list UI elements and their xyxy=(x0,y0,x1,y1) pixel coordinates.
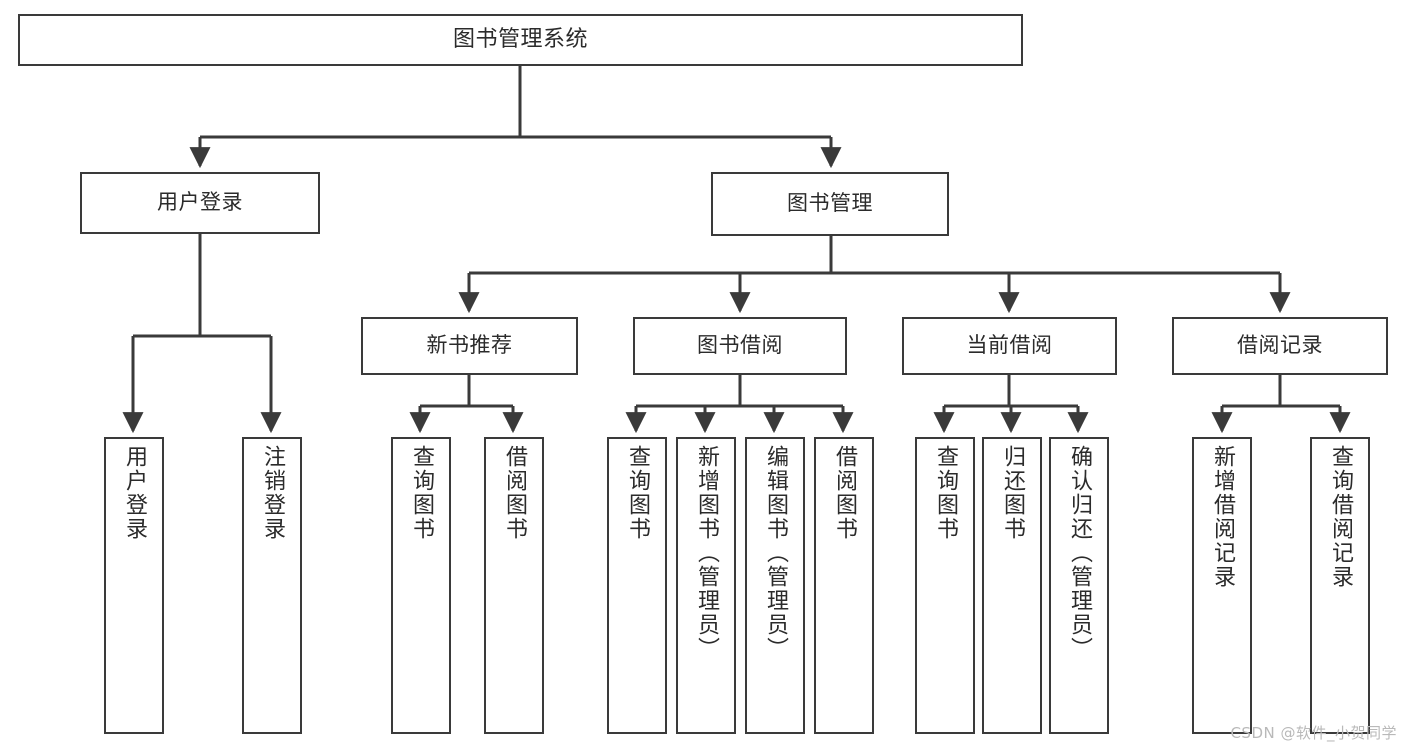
leaf-query-book-current-label: 查询图书 xyxy=(933,445,958,541)
leaf-confirm-return-admin-label: 确认归还（管理员） xyxy=(1067,445,1092,661)
node-new-book-recommend[interactable]: 新书推荐 xyxy=(361,317,578,375)
leaf-logout[interactable]: 注销登录 xyxy=(242,437,302,734)
node-book-management[interactable]: 图书管理 xyxy=(711,172,949,236)
leaf-borrow-book-newbook[interactable]: 借阅图书 xyxy=(484,437,544,734)
leaf-add-book-admin-label: 新增图书（管理员） xyxy=(694,445,719,661)
leaf-add-borrow-record[interactable]: 新增借阅记录 xyxy=(1192,437,1252,734)
leaf-return-book[interactable]: 归还图书 xyxy=(982,437,1042,734)
leaf-borrow-book-borrow[interactable]: 借阅图书 xyxy=(814,437,874,734)
leaf-query-borrow-record-label: 查询借阅记录 xyxy=(1328,445,1353,589)
node-user-login-label: 用户登录 xyxy=(157,190,243,215)
leaf-return-book-label: 归还图书 xyxy=(1000,445,1025,541)
leaf-query-book-newbook[interactable]: 查询图书 xyxy=(391,437,451,734)
node-book-management-label: 图书管理 xyxy=(787,191,873,216)
leaf-query-book-borrow[interactable]: 查询图书 xyxy=(607,437,667,734)
node-new-book-recommend-label: 新书推荐 xyxy=(426,333,513,358)
node-borrow-record[interactable]: 借阅记录 xyxy=(1172,317,1388,375)
leaf-borrow-book-newbook-label: 借阅图书 xyxy=(502,445,527,541)
node-borrow-record-label: 借阅记录 xyxy=(1237,333,1323,358)
leaf-confirm-return-admin[interactable]: 确认归还（管理员） xyxy=(1049,437,1109,734)
node-user-login[interactable]: 用户登录 xyxy=(80,172,320,234)
leaf-edit-book-admin-label: 编辑图书（管理员） xyxy=(763,445,788,661)
leaf-add-book-admin[interactable]: 新增图书（管理员） xyxy=(676,437,736,734)
leaf-user-login[interactable]: 用户登录 xyxy=(104,437,164,734)
node-root-label: 图书管理系统 xyxy=(452,26,588,52)
leaf-query-book-borrow-label: 查询图书 xyxy=(625,445,650,541)
leaf-user-login-label: 用户登录 xyxy=(122,445,147,541)
leaf-query-borrow-record[interactable]: 查询借阅记录 xyxy=(1310,437,1370,734)
node-current-borrow[interactable]: 当前借阅 xyxy=(902,317,1117,375)
node-root[interactable]: 图书管理系统 xyxy=(18,14,1023,66)
leaf-query-book-current[interactable]: 查询图书 xyxy=(915,437,975,734)
leaf-borrow-book-borrow-label: 借阅图书 xyxy=(832,445,857,541)
watermark: CSDN @软件_小贺同学 xyxy=(1230,724,1397,742)
node-current-borrow-label: 当前借阅 xyxy=(966,333,1053,358)
leaf-query-book-newbook-label: 查询图书 xyxy=(409,445,434,541)
leaf-add-borrow-record-label: 新增借阅记录 xyxy=(1210,445,1235,589)
leaf-edit-book-admin[interactable]: 编辑图书（管理员） xyxy=(745,437,805,734)
node-book-borrow-label: 图书借阅 xyxy=(697,333,783,358)
node-book-borrow[interactable]: 图书借阅 xyxy=(633,317,847,375)
leaf-logout-label: 注销登录 xyxy=(260,445,285,541)
